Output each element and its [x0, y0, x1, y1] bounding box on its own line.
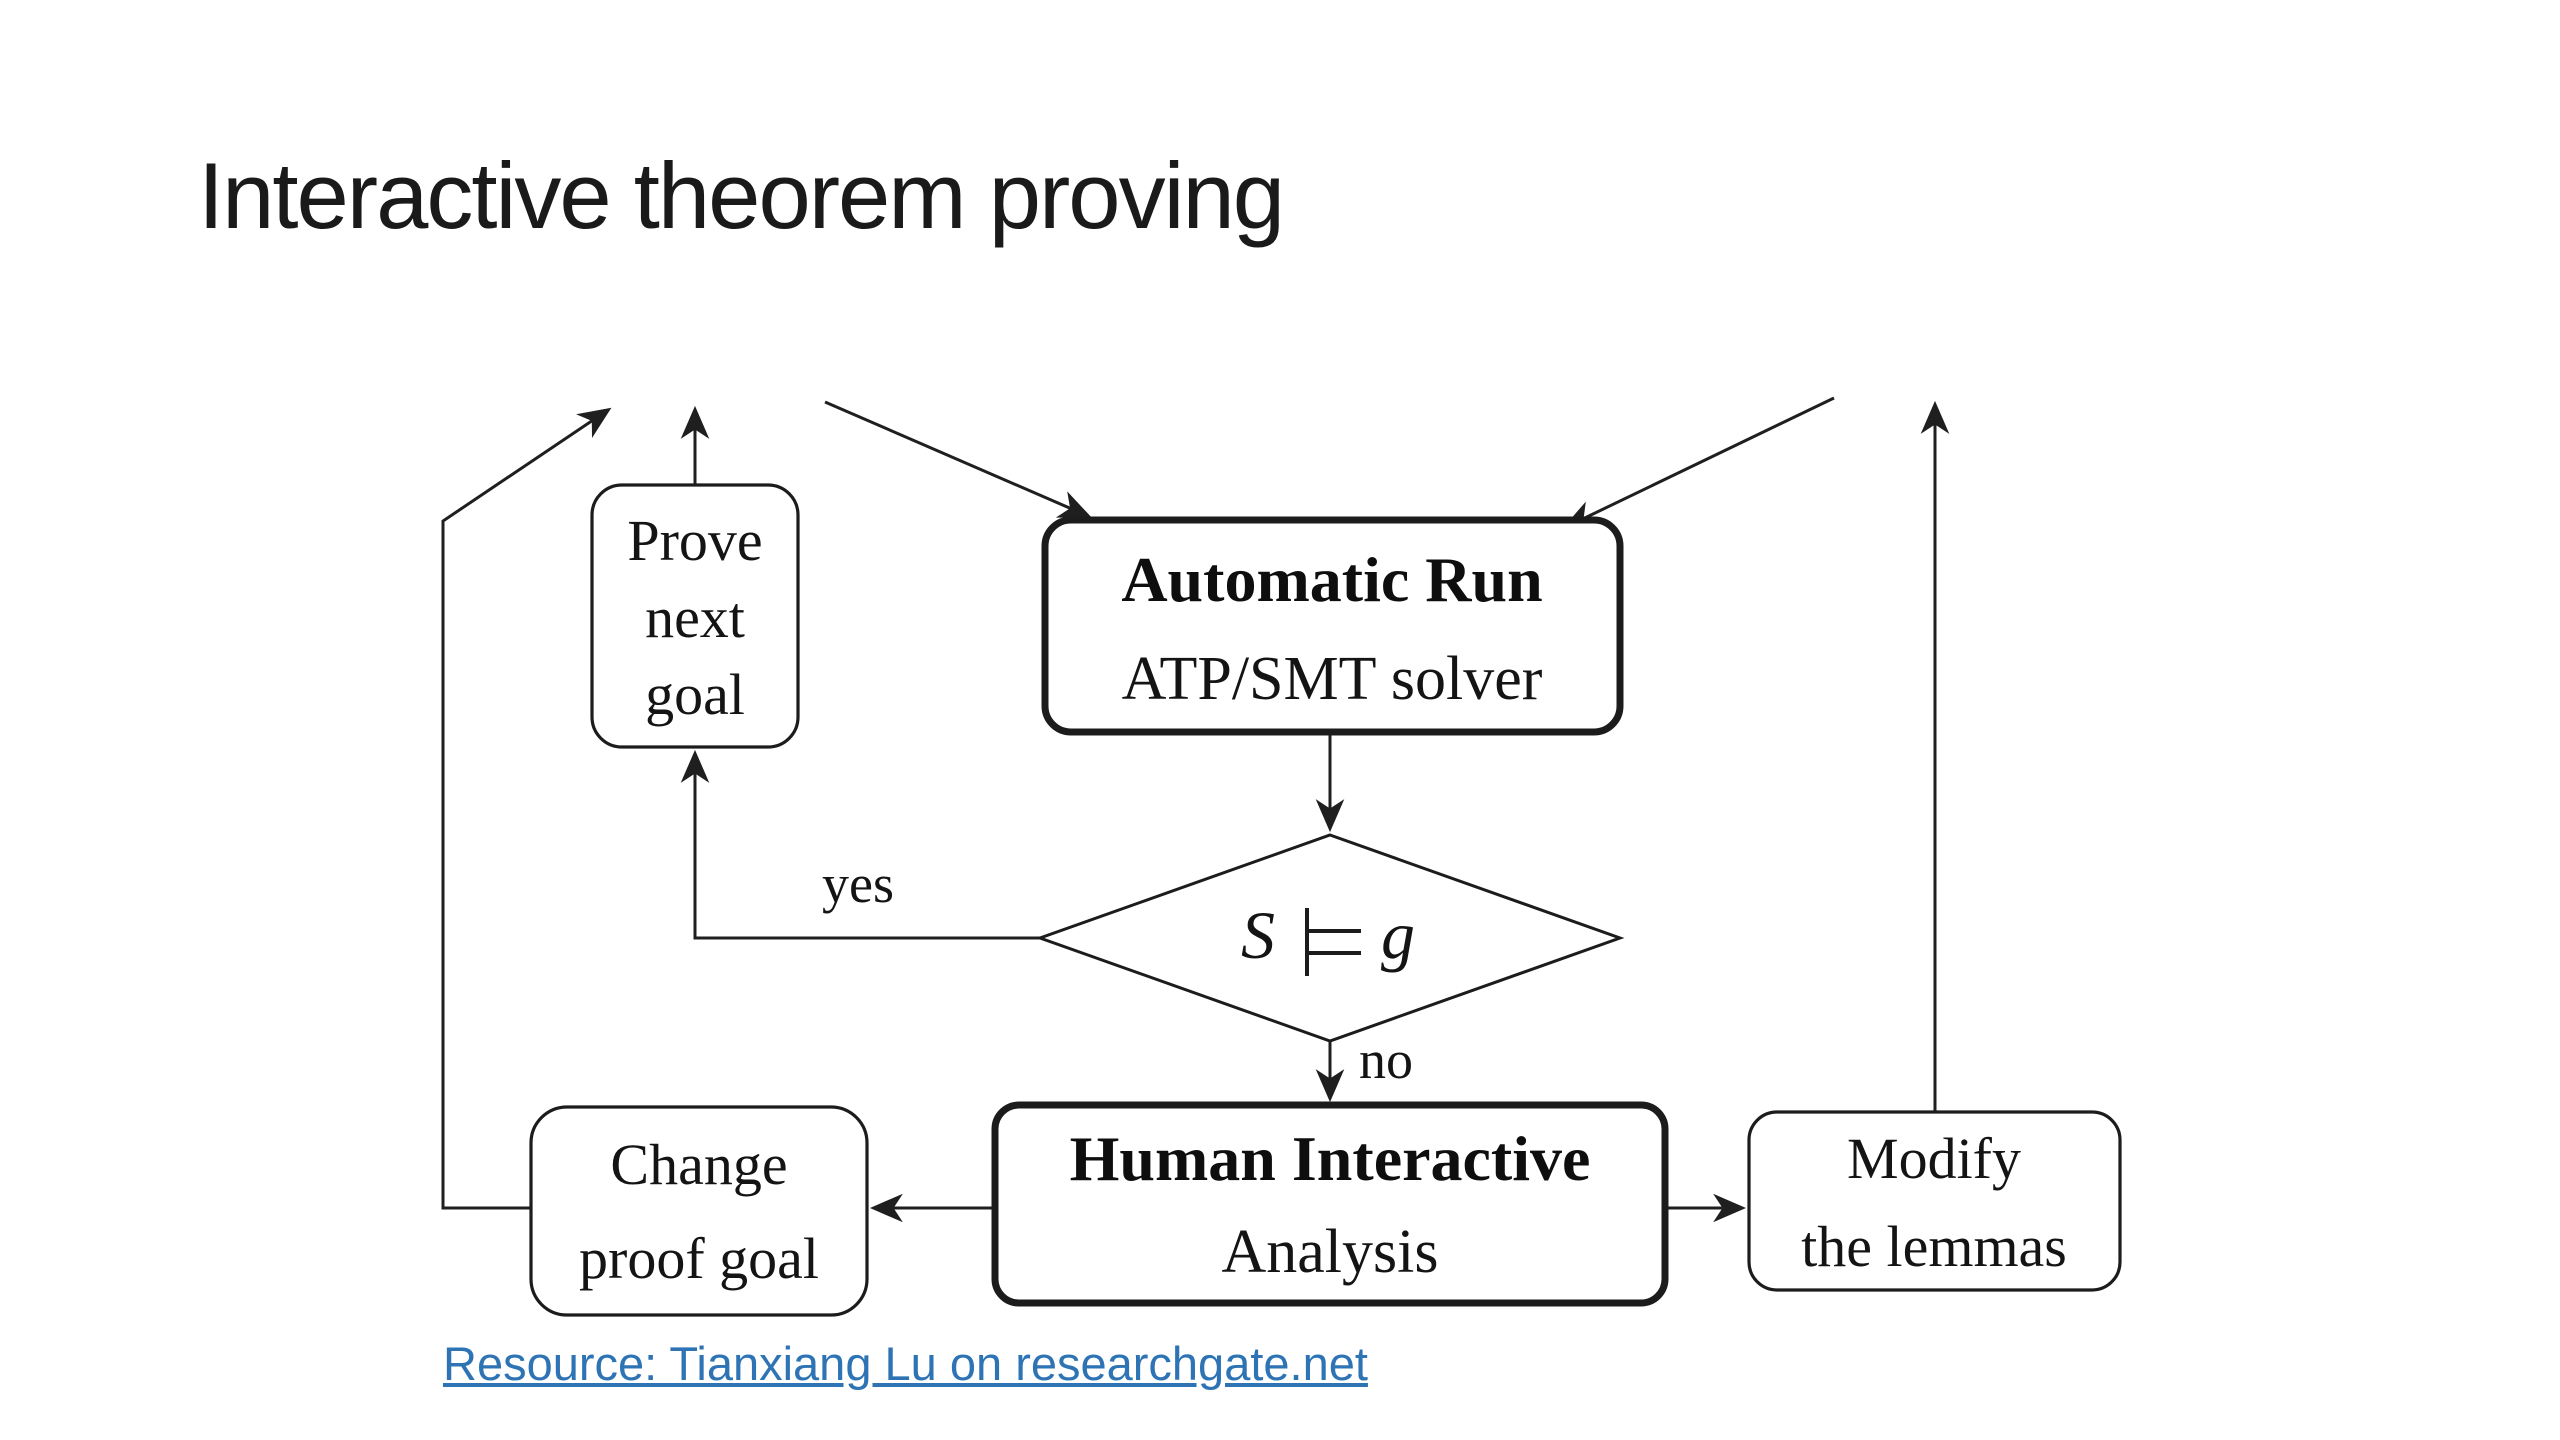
automatic-run-subtitle: ATP/SMT solver	[1122, 645, 1543, 713]
models-symbol	[1305, 908, 1361, 976]
node-human-interactive: Human Interactive Analysis	[991, 1101, 1669, 1307]
source-link[interactable]: Resource: Tianxiang Lu on researchgate.n…	[443, 1337, 1368, 1390]
prove-next-goal-line2: next	[645, 585, 745, 650]
human-interactive-title: Human Interactive	[1070, 1123, 1591, 1194]
change-proof-goal-box	[529, 1105, 869, 1317]
decision-right-operand: g	[1381, 897, 1415, 973]
prove-next-goal-line1: Prove	[627, 508, 762, 573]
node-change-proof-goal: Change proof goal	[529, 1105, 869, 1317]
node-modify-the-lemmas: Modify the lemmas	[1747, 1110, 2122, 1292]
edge-yes-arrow	[680, 749, 1040, 940]
decision-left-operand: S	[1241, 897, 1275, 973]
node-entailment-decision: S g	[1035, 833, 1625, 1043]
human-interactive-subtitle: Analysis	[1222, 1218, 1439, 1286]
human-interactive-box	[991, 1101, 1669, 1307]
edge-change-loop-up-arrow	[441, 407, 612, 1210]
yes-label: yes	[822, 854, 894, 914]
modify-the-lemmas-box	[1747, 1110, 2122, 1292]
edge-to-solver-right-arrow	[1562, 396, 1835, 529]
page-title: Interactive theorem proving	[198, 143, 1285, 248]
automatic-run-title: Automatic Run	[1121, 544, 1542, 615]
change-proof-goal-line1: Change	[610, 1132, 787, 1197]
modify-the-lemmas-line2: the lemmas	[1801, 1214, 2067, 1279]
edge-to-solver-left-arrow	[824, 400, 1092, 518]
modify-the-lemmas-line1: Modify	[1847, 1126, 2021, 1191]
prove-next-goal-box	[590, 483, 800, 749]
no-label: no	[1359, 1030, 1413, 1090]
prove-next-goal-line3: goal	[645, 662, 745, 727]
automatic-run-box	[1041, 516, 1624, 736]
node-automatic-run: Automatic Run ATP/SMT solver	[1041, 516, 1624, 736]
change-proof-goal-line2: proof goal	[579, 1226, 819, 1291]
decision-diamond	[1035, 833, 1625, 1043]
node-prove-next-goal: Prove next goal	[590, 483, 800, 749]
